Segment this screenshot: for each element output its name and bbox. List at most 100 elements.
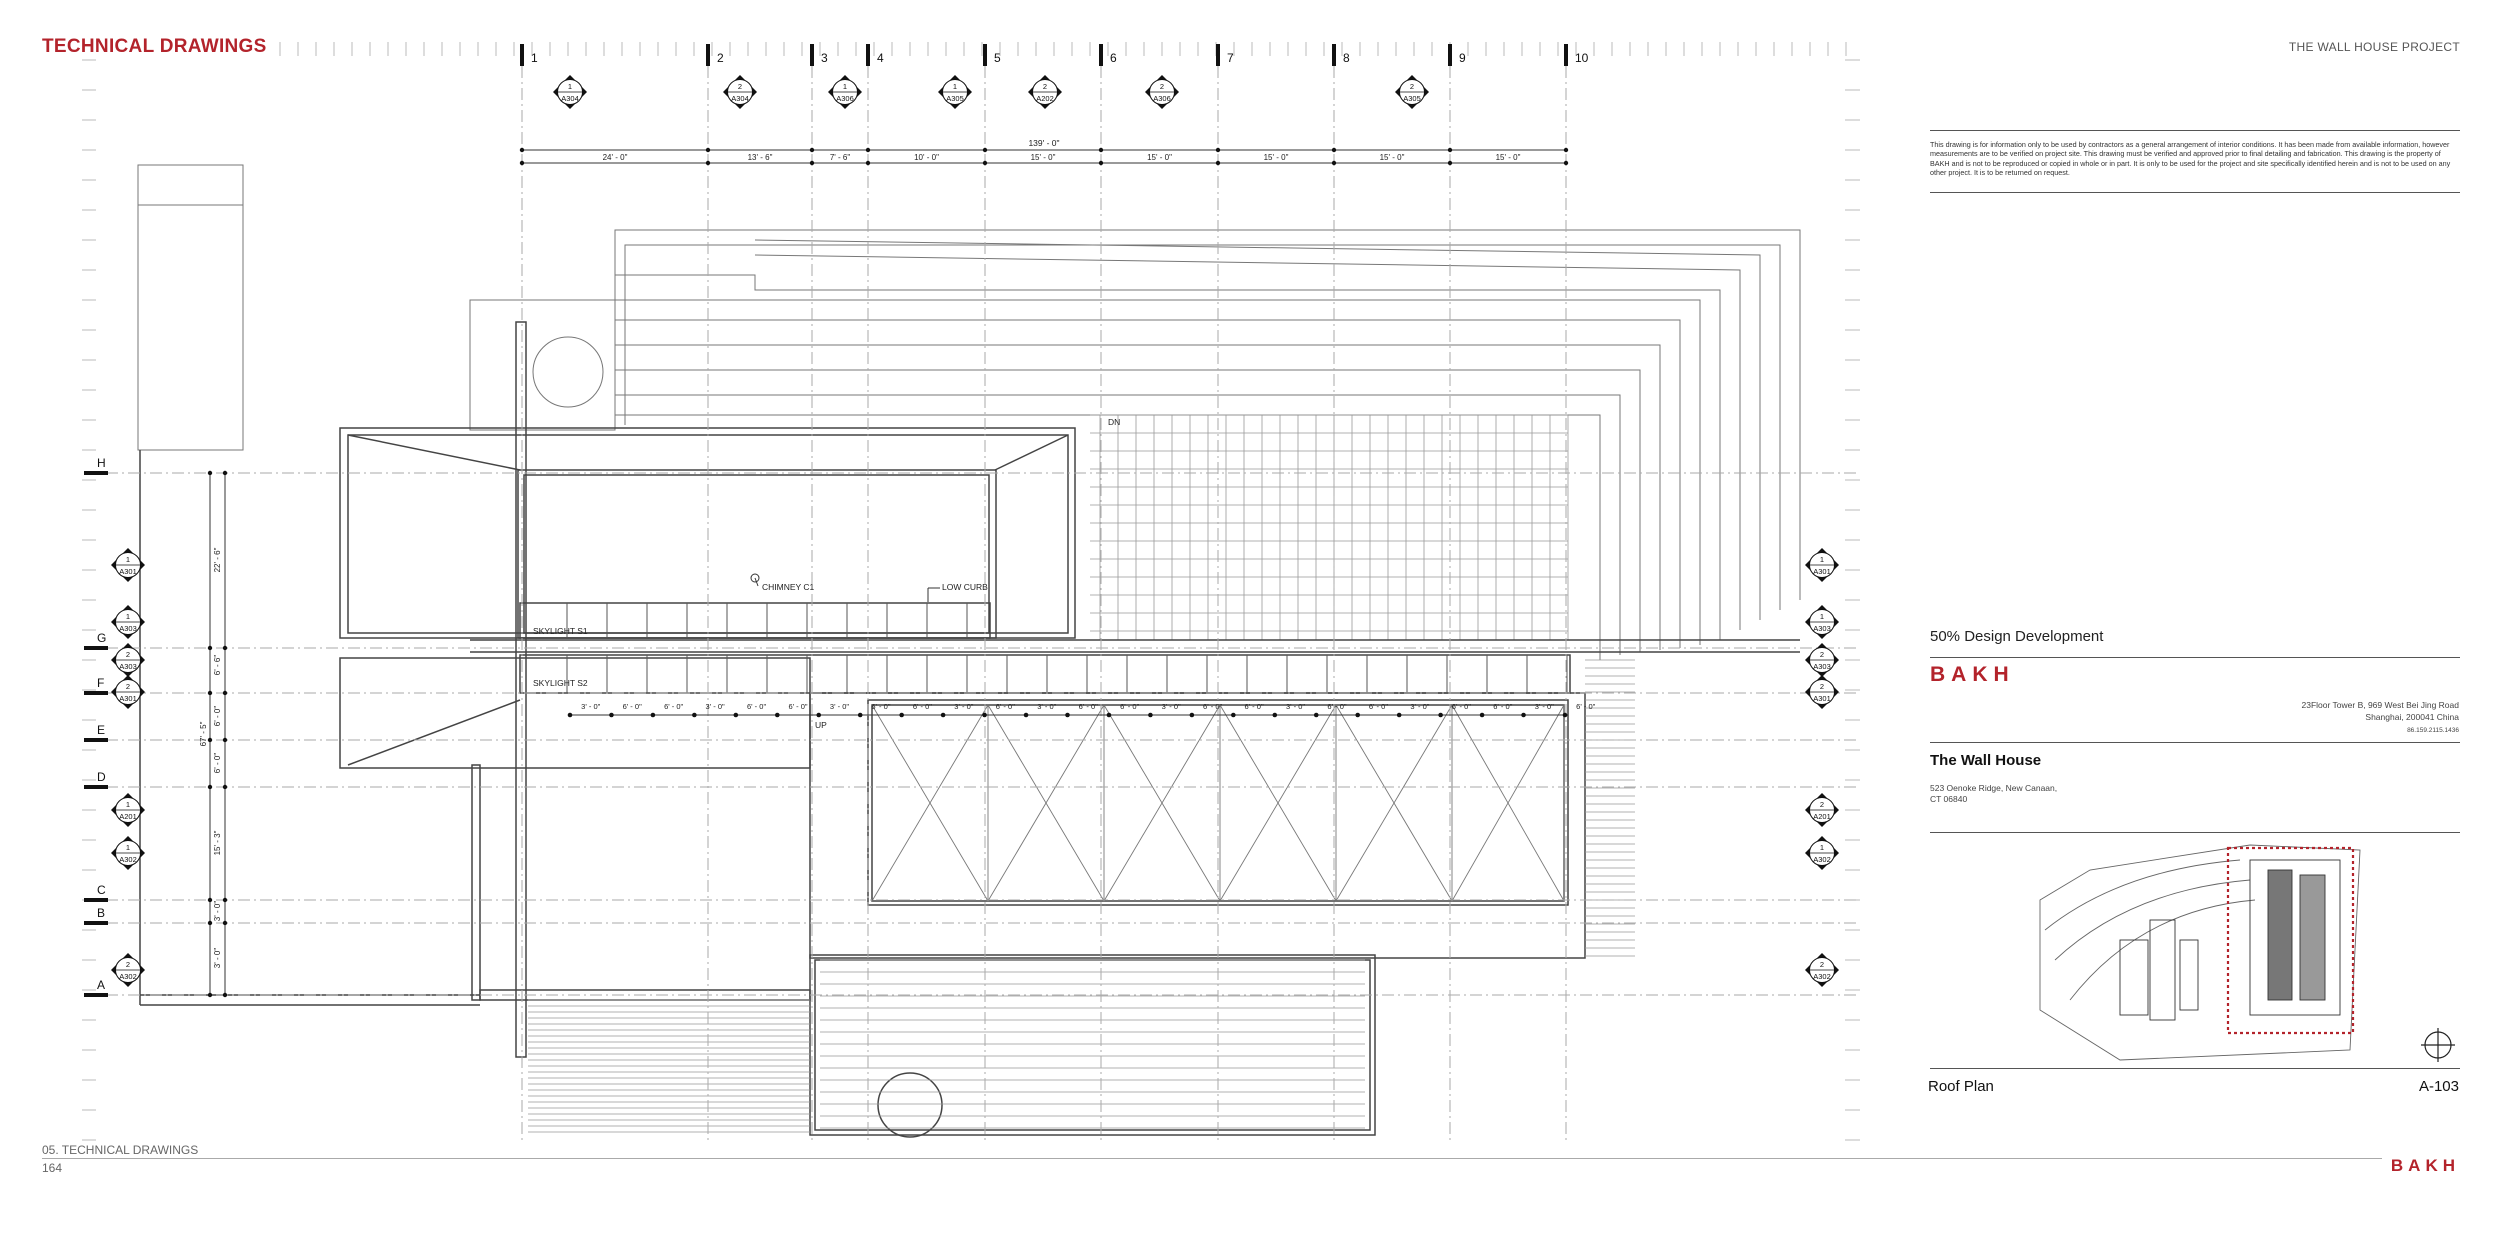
beam-dimension: 6' - 0" — [1245, 702, 1264, 711]
svg-text:2: 2 — [1820, 682, 1824, 691]
grid-label-row-E: E — [97, 723, 105, 737]
down-label: DN — [1108, 417, 1120, 427]
title-block-rule-4 — [1930, 742, 2460, 743]
beam-dimension: 3' - 0" — [1535, 702, 1554, 711]
svg-text:2: 2 — [1820, 960, 1824, 969]
grid-marker-row-H — [84, 471, 108, 475]
svg-text:2: 2 — [1043, 82, 1047, 91]
title-block-rule-5 — [1930, 832, 2460, 833]
svg-text:2: 2 — [126, 682, 130, 691]
grid-label-col-5: 5 — [994, 51, 1001, 65]
beam-dimension: 6' - 0" — [747, 702, 766, 711]
svg-text:1: 1 — [1820, 612, 1824, 621]
page-number: 164 — [42, 1161, 63, 1175]
building-outline — [139, 321, 1800, 1138]
grid-marker-col-3 — [810, 44, 814, 66]
grid-label-col-3: 3 — [821, 51, 828, 65]
grid-label-row-G: G — [97, 631, 106, 645]
beam-dimension: 6' - 0" — [1120, 702, 1139, 711]
svg-text:A301: A301 — [1813, 567, 1831, 576]
bay-dimension: 15' - 0" — [1380, 153, 1405, 162]
grid-label-col-1: 1 — [531, 51, 538, 65]
firm-address-line-1: 23Floor Tower B, 969 West Bei Jing Road — [2301, 700, 2460, 710]
footer-section-label: 05. TECHNICAL DRAWINGS — [42, 1143, 199, 1157]
svg-text:A303: A303 — [1813, 624, 1831, 633]
grid-label-col-8: 8 — [1343, 51, 1350, 65]
grid-marker-row-A — [84, 993, 108, 997]
beam-dimension: 6' - 0" — [871, 702, 890, 711]
svg-text:2: 2 — [1160, 82, 1164, 91]
svg-text:1: 1 — [568, 82, 572, 91]
terrace-lines — [137, 164, 1801, 660]
beam-dimension: 3' - 0" — [1410, 702, 1429, 711]
svg-text:1: 1 — [126, 612, 130, 621]
grid-marker-col-1 — [520, 44, 524, 66]
beam-dimension: 6' - 0" — [788, 702, 807, 711]
beam-dimension: 6' - 0" — [664, 702, 683, 711]
svg-text:A306: A306 — [1153, 94, 1171, 103]
stair-treads — [528, 659, 1635, 1133]
svg-text:2: 2 — [126, 960, 130, 969]
svg-text:1: 1 — [1820, 843, 1824, 852]
grid-label-col-2: 2 — [717, 51, 724, 65]
svg-text:A304: A304 — [731, 94, 749, 103]
grid-marker-row-E — [84, 738, 108, 742]
beam-dimension: 3' - 0" — [954, 702, 973, 711]
svg-text:A305: A305 — [946, 94, 964, 103]
design-status: 50% Design Development — [1930, 628, 2104, 645]
svg-text:A301: A301 — [119, 694, 137, 703]
vertical-dimension: 6' - 0" — [213, 753, 222, 774]
svg-text:A302: A302 — [1813, 855, 1831, 864]
low-curb-label: LOW CURB — [942, 582, 988, 592]
grid-marker-col-4 — [866, 44, 870, 66]
grid-label-col-4: 4 — [877, 51, 884, 65]
beam-dimension: 3' - 0" — [706, 702, 725, 711]
project-name-header: THE WALL HOUSE PROJECT — [2288, 40, 2460, 54]
skylight-panels — [566, 603, 1568, 693]
firm-phone: 86.159.2115.1436 — [2407, 727, 2459, 734]
vertical-dimension: 6' - 6" — [213, 655, 222, 676]
svg-text:A305: A305 — [1403, 94, 1421, 103]
grid-marker-col-7 — [1216, 44, 1220, 66]
grid-marker-col-10 — [1564, 44, 1568, 66]
beam-dimension: 6' - 0" — [1369, 702, 1388, 711]
project-address-line-2: CT 06840 — [1930, 794, 1968, 804]
firm-address-line-2: Shanghai, 200041 China — [2365, 712, 2459, 722]
beam-dimension: 3' - 0" — [1286, 702, 1305, 711]
beam-dimension: 6' - 0" — [1079, 702, 1098, 711]
beam-dimension: 6' - 0" — [1327, 702, 1346, 711]
beam-dimension: 6' - 0" — [1493, 702, 1512, 711]
north-arrow-icon — [2421, 1028, 2455, 1062]
svg-text:1: 1 — [126, 843, 130, 852]
overall-dimension: 139' - 0" — [1028, 138, 1059, 148]
vertical-dimension: 6' - 0" — [213, 706, 222, 727]
grid-marker-row-F — [84, 691, 108, 695]
grid-marker-row-G — [84, 646, 108, 650]
skylight-s2-label: SKYLIGHT S2 — [533, 678, 588, 688]
title-block-rule-3 — [1930, 657, 2460, 658]
project-address-line-1: 523 Oenoke Ridge, New Canaan, — [1930, 783, 2058, 793]
svg-text:1: 1 — [126, 800, 130, 809]
